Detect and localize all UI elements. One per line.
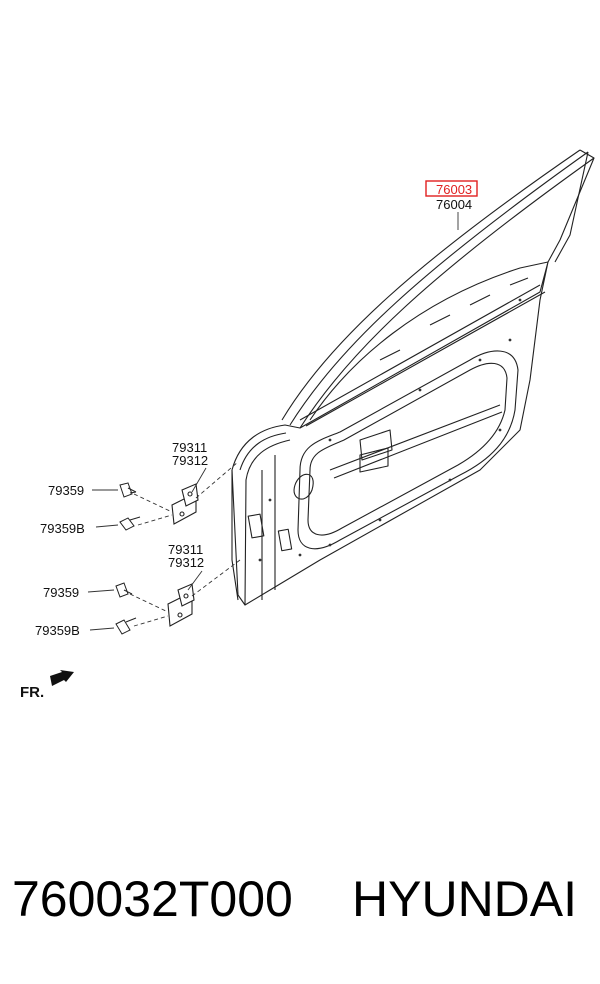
label-79311-lower: 79311 bbox=[168, 542, 203, 557]
brand-name: HYUNDAI bbox=[352, 871, 578, 927]
label-79312-upper: 79312 bbox=[172, 453, 208, 468]
label-79359b-lower: 79359B bbox=[35, 623, 80, 638]
highlight-box bbox=[425, 180, 478, 197]
bolt-79359b-upper-icon bbox=[119, 516, 141, 531]
front-arrow-icon bbox=[50, 670, 74, 686]
label-76004: 76004 bbox=[436, 197, 472, 212]
part-number: 760032T000 bbox=[12, 871, 293, 927]
door-panel bbox=[231, 149, 595, 606]
footer: 760032T000 HYUNDAI bbox=[0, 870, 600, 950]
direction-label: FR. bbox=[20, 684, 44, 701]
label-79312-lower: 79312 bbox=[168, 555, 204, 570]
label-76003: 76003 bbox=[436, 182, 472, 197]
bolt-79359-upper-icon bbox=[119, 482, 137, 498]
label-79311-upper: 79311 bbox=[172, 440, 207, 455]
leader-lines bbox=[87, 212, 459, 631]
label-79359-upper: 79359 bbox=[48, 483, 84, 498]
bolt-79359-lower-icon bbox=[115, 582, 133, 598]
upper-hinge bbox=[171, 483, 199, 525]
label-79359-lower: 79359 bbox=[43, 585, 79, 600]
lower-hinge bbox=[167, 583, 195, 627]
bolt-79359b-lower-icon bbox=[115, 617, 137, 635]
label-79359b-upper: 79359B bbox=[40, 521, 85, 536]
